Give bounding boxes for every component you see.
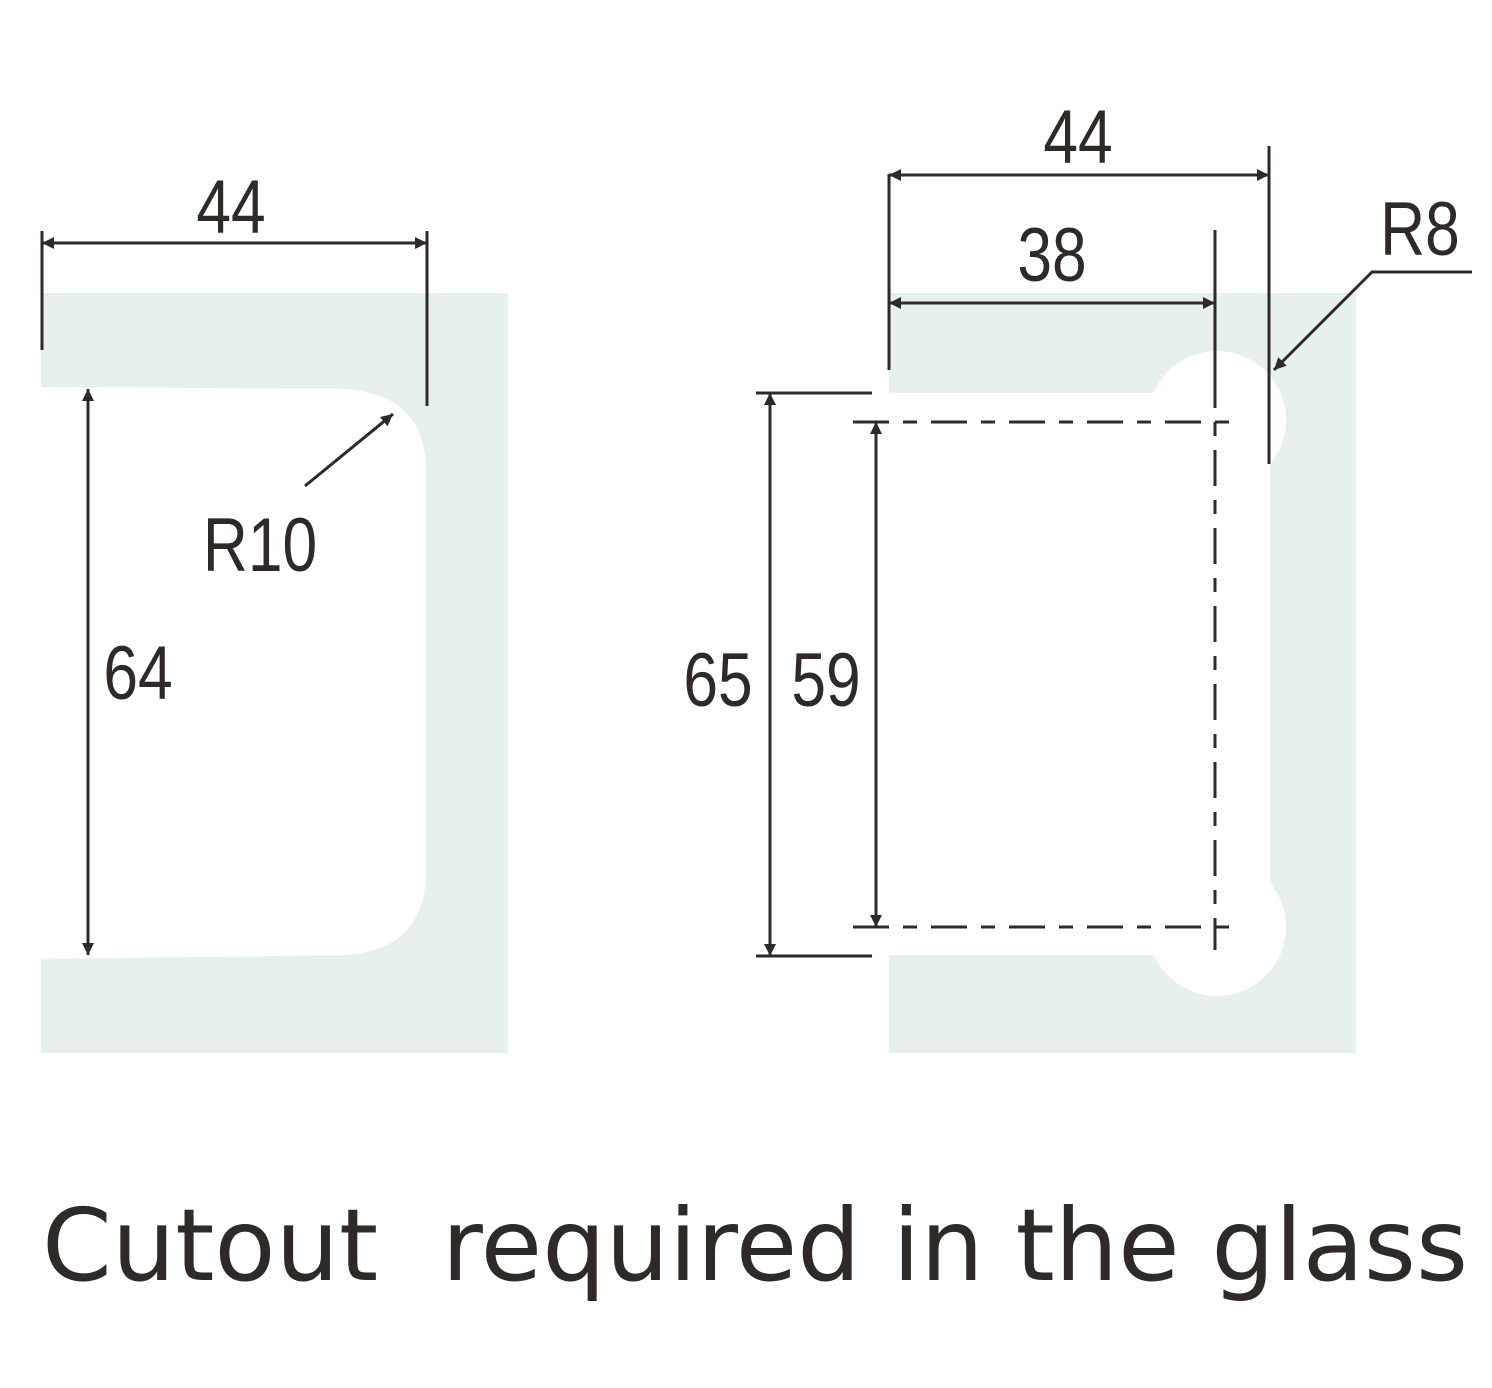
right-inner-height-label: 59 — [791, 637, 860, 722]
left-height-label: 64 — [103, 630, 172, 715]
left-radius-leader — [304, 412, 394, 488]
right-cutout-void — [889, 393, 1217, 955]
right-outer-width-label: 44 — [1043, 94, 1112, 179]
left-glass-panel — [41, 293, 508, 1053]
right-glass-panel — [889, 293, 1356, 1053]
left-width-label: 44 — [196, 164, 265, 249]
right-radius-label: R8 — [1380, 186, 1460, 271]
right-outer-height-label: 65 — [683, 637, 752, 722]
left-radius-label: R10 — [203, 502, 317, 587]
caption: Cutout required in the glass — [42, 1187, 1468, 1304]
right-radius-leader — [1272, 270, 1472, 372]
right-inner-width-label: 38 — [1017, 212, 1086, 297]
right-cutout-void-side — [1210, 420, 1270, 927]
